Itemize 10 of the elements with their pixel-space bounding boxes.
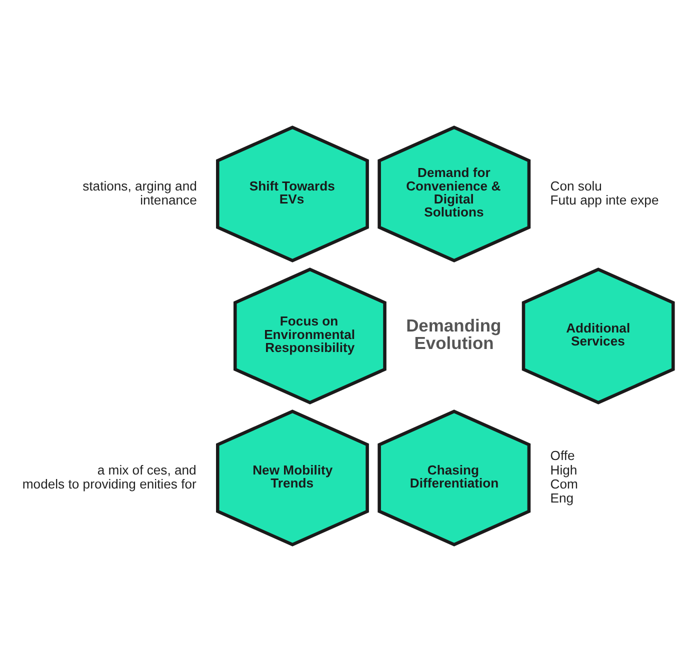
- label: Eng: [550, 490, 574, 506]
- label: a mix of ces, and: [97, 462, 196, 477]
- label: Demanding Evolution: [406, 314, 502, 352]
- label: Con solu: [550, 178, 602, 193]
- label: models to providing enities for: [22, 476, 196, 491]
- label: High: [550, 462, 578, 477]
- label: stations, arging and: [82, 178, 197, 193]
- label: Offe: [550, 448, 575, 463]
- label: intenance: [140, 192, 197, 207]
- label: Futu app inte expe: [550, 192, 659, 207]
